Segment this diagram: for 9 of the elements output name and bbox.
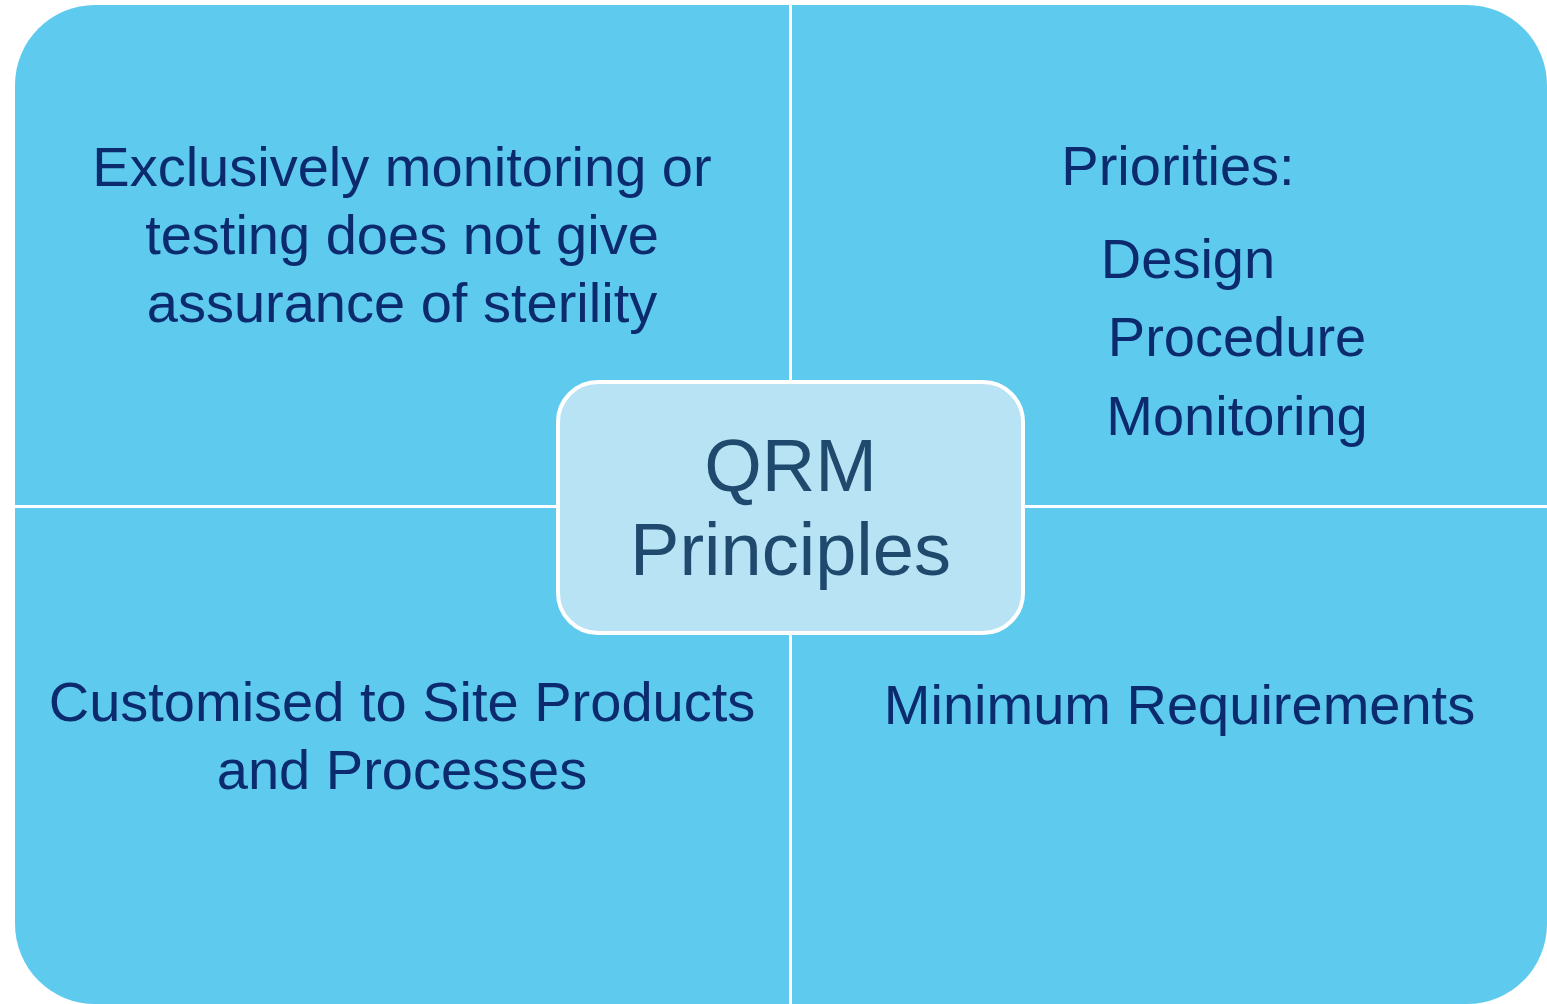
list-item: Design — [1099, 226, 1277, 292]
list-item: Monitoring — [1105, 383, 1369, 449]
panel-heading: Priorities: — [1060, 133, 1296, 199]
panel-text: Exclusively monitoring or testing does not give assurance of sterility — [91, 134, 713, 336]
list-item: Procedure — [1106, 304, 1368, 370]
panel-text: Minimum Requirements — [882, 672, 1477, 738]
center-box — [556, 380, 1025, 635]
center-title: QRM Principles — [629, 423, 952, 592]
panel-text: Customised to Site Products and Processes — [47, 669, 757, 803]
